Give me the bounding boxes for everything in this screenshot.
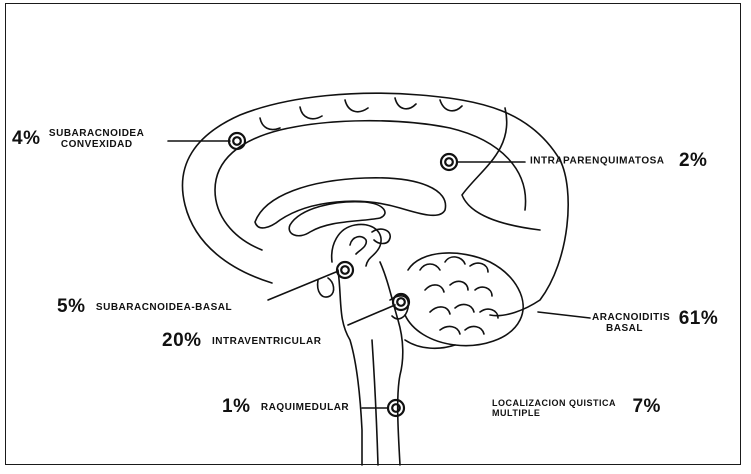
label-raquimedular: 1% RAQUIMEDULAR [222,396,349,418]
percent-intraventricular: 20% [162,330,202,351]
label-intraparenquimatosa: INTRAPARENQUIMATOSA 2% [530,150,707,172]
occipital-division [462,108,540,230]
percent-subaracnoidea-basal: 5% [57,296,85,317]
percent-convexidad: 4% [12,128,40,149]
corpus-callosum [255,178,446,228]
label-localizacion-multiple: LOCALIZACION QUISTICA MULTIPLE 7% [492,396,661,418]
percent-raquimedular: 1% [222,396,250,417]
spinal-cord-inner [372,340,378,465]
brainstem-front [338,270,362,465]
marker-convexidad [229,133,245,149]
leader-subaracnoidea-basal [268,272,336,300]
text-subaracnoidea-basal: SUBARACNOIDEA-BASAL [96,302,232,313]
lateral-ventricle [289,202,385,236]
text-intraparenquimatosa: INTRAPARENQUIMATOSA [530,156,665,167]
percent-localizacion-multiple: 7% [632,396,660,417]
leader-intraventricular [348,305,395,325]
cerebellum-folia [420,257,498,334]
text-intraventricular: INTRAVENTRICULAR [212,336,321,347]
label-intraventricular: 20% INTRAVENTRICULAR [162,330,321,352]
text-raquimedular: RAQUIMEDULAR [261,402,349,413]
third-ventricle [350,237,366,254]
leader-aracnoiditis [538,312,590,318]
text-localizacion-quistica: LOCALIZACION QUISTICA [492,398,616,408]
marker-subaracnoidea-basal [337,262,353,278]
pituitary [318,278,334,297]
label-subaracnoidea-convexidad: 4% SUBARACNOIDEA CONVEXIDAD [12,128,144,150]
text-basal: BASAL [592,323,670,334]
brainstem-back [380,262,403,465]
percent-aracnoiditis: 61% [679,308,719,329]
marker-intraparenquimatosa [441,154,457,170]
cortex-inner [215,121,526,250]
percent-intraparenquimatosa: 2% [679,150,707,171]
marker-raquimedular [388,400,404,416]
text-aracnoiditis: ARACNOIDITIS [592,312,670,323]
text-subaracnoidea: SUBARACNOIDEA [49,128,144,139]
text-multiple: MULTIPLE [492,408,616,418]
text-convexidad: CONVEXIDAD [49,139,144,150]
label-aracnoiditis-basal: ARACNOIDITIS BASAL 61% [592,308,718,334]
label-subaracnoidea-basal: 5% SUBARACNOIDEA-BASAL [57,296,232,318]
